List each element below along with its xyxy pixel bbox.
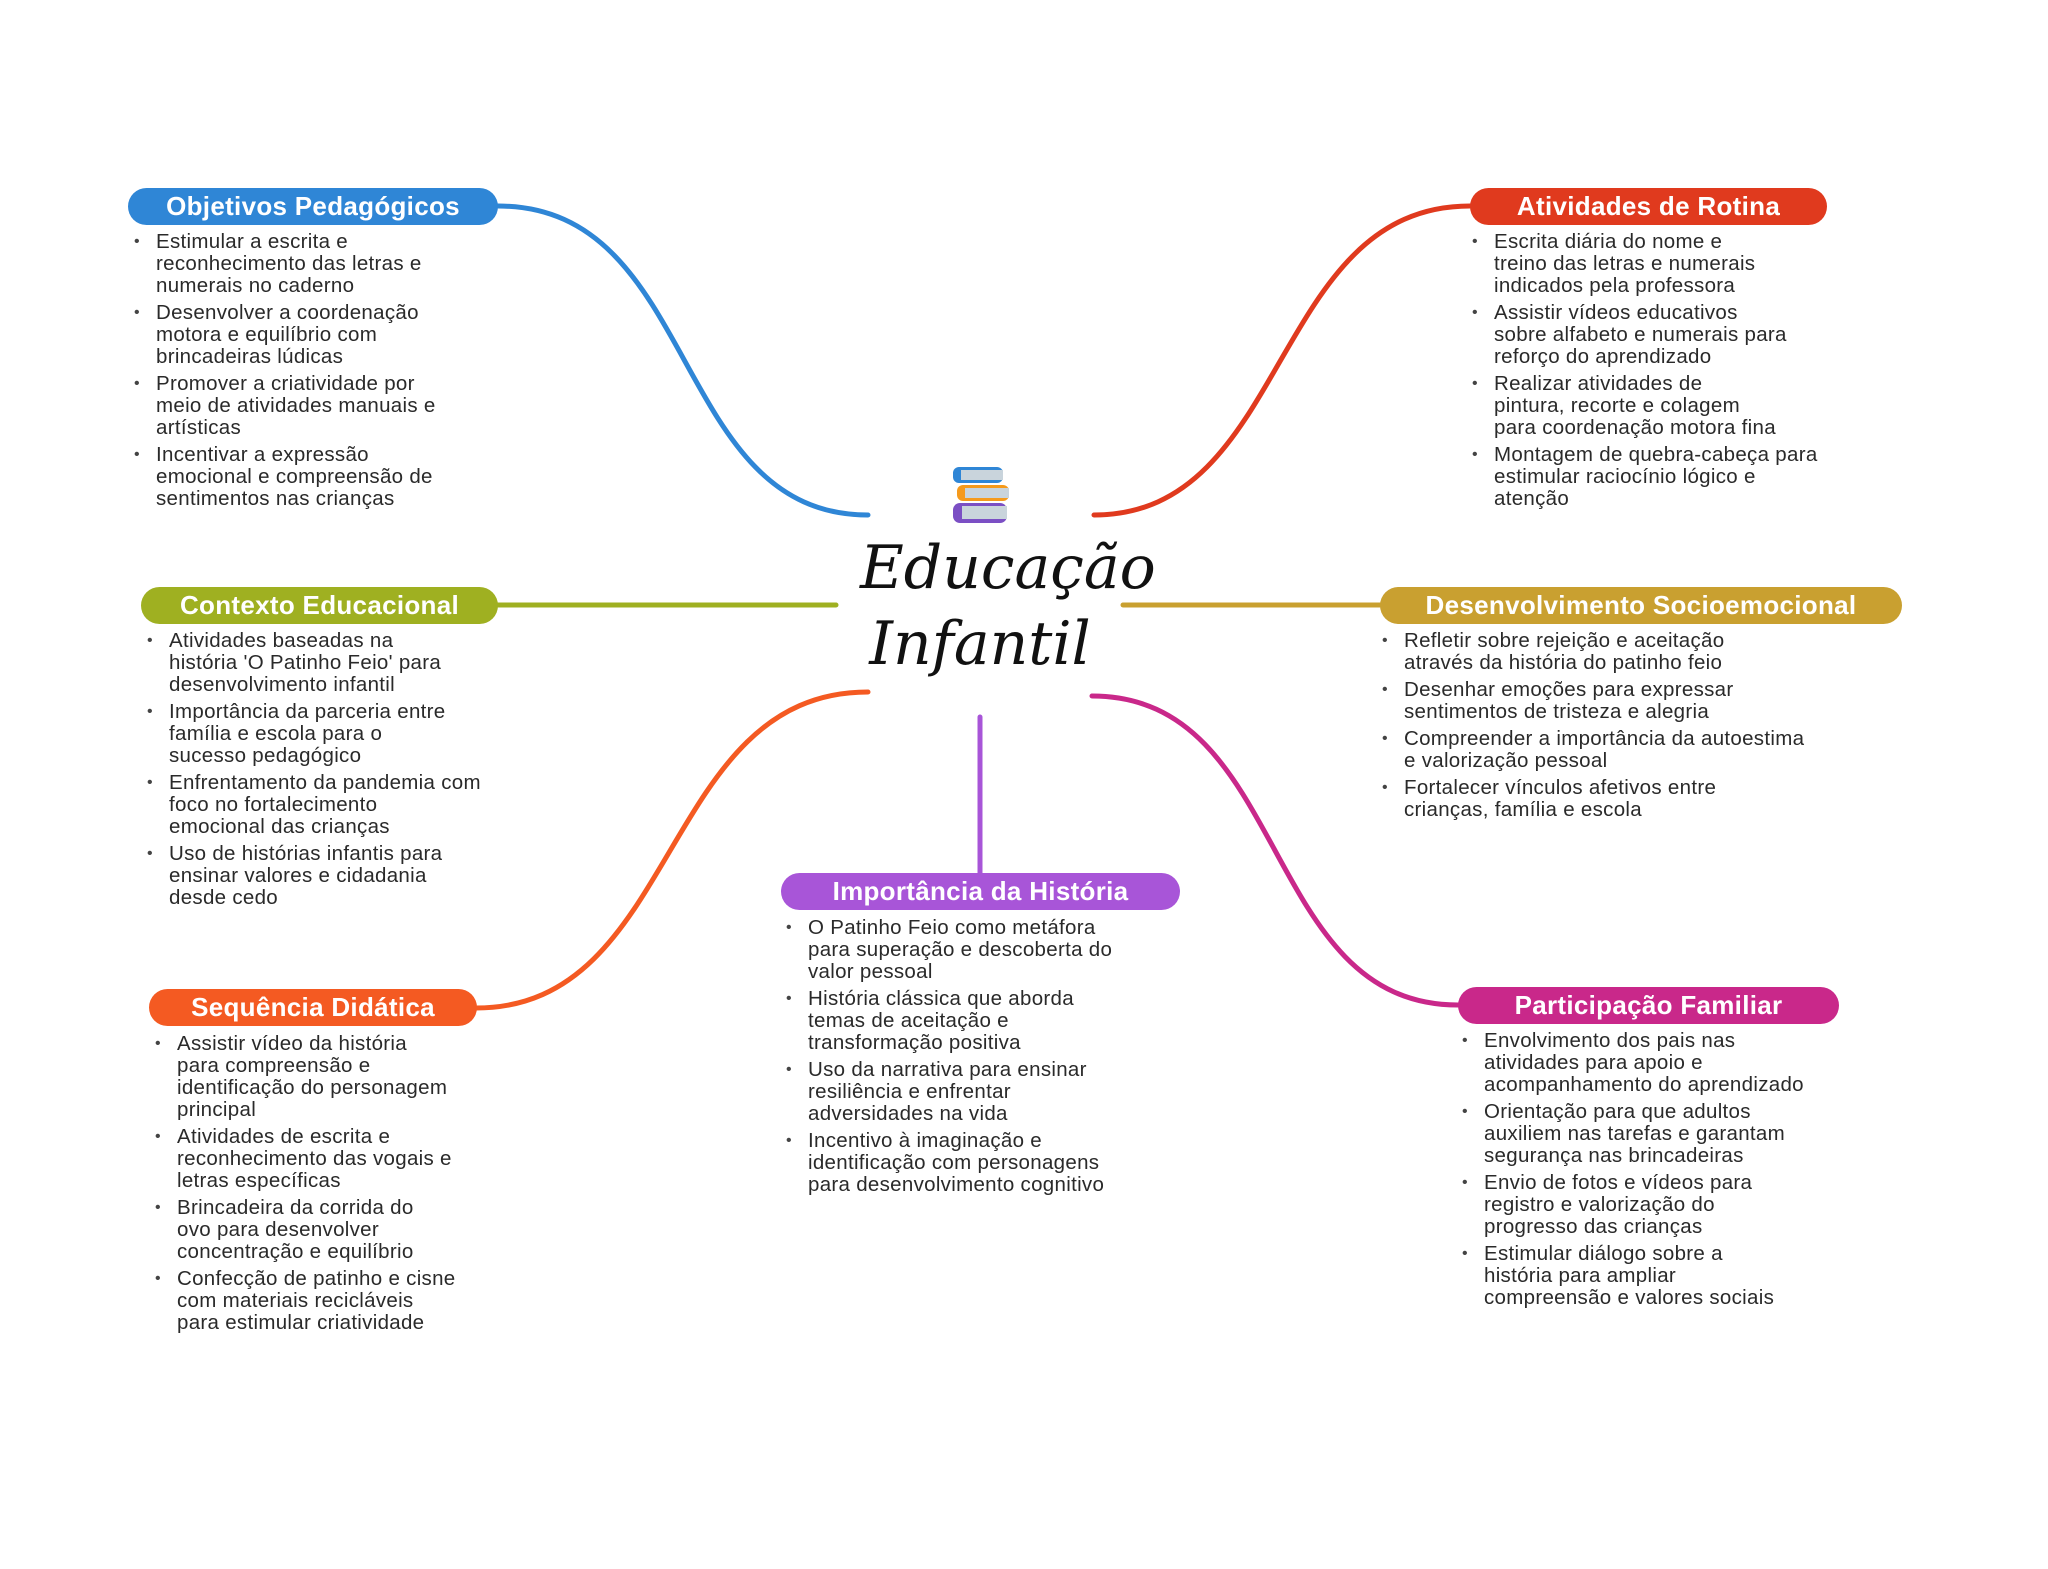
list-item: Enfrentamento da pandemia com foco no fo… [147,772,481,838]
link-sequencia [473,689,871,1011]
list-sequencia: Assistir vídeo da história para compreen… [155,1033,456,1339]
list-item: Orientação para que adultos auxiliem nas… [1462,1101,1804,1167]
list-item: História clássica que aborda temas de ac… [786,988,1112,1054]
list-item: Montagem de quebra-cabeça para estimular… [1472,444,1818,510]
list-item: Envolvimento dos pais nas atividades par… [1462,1030,1804,1096]
list-item: Assistir vídeo da história para compreen… [155,1033,456,1121]
list-historia: O Patinho Feio como metáfora para supera… [786,917,1112,1201]
list-item: Escrita diária do nome e treino das letr… [1472,231,1818,297]
list-item: Atividades de escrita e reconhecimento d… [155,1126,456,1192]
central-topic: Educação Infantil [860,465,1156,682]
central-title: Educação Infantil [860,533,1156,679]
topic-socioemocional[interactable]: Desenvolvimento Socioemocional [1380,587,1902,624]
list-item: Brincadeira da corrida do ovo para desen… [155,1197,456,1263]
topic-sequencia[interactable]: Sequência Didática [149,989,477,1026]
list-item: Fortalecer vínculos afetivos entre crian… [1382,777,1804,821]
list-item: Envio de fotos e vídeos para registro e … [1462,1172,1804,1238]
list-item: Incentivar a expressão emocional e compr… [134,444,436,510]
link-objetivos [495,203,871,518]
list-contexto: Atividades baseadas na história 'O Patin… [147,630,481,914]
list-item: Incentivo à imaginação e identificação c… [786,1130,1112,1196]
list-item: Promover a criatividade por meio de ativ… [134,373,436,439]
topic-atividades[interactable]: Atividades de Rotina [1470,188,1827,225]
books-icon [953,467,1009,523]
list-objetivos: Estimular a escrita e reconhecimento das… [134,231,436,515]
link-atividades [1091,203,1473,518]
list-item: Estimular a escrita e reconhecimento das… [134,231,436,297]
list-item: Desenhar emoções para expressar sentimen… [1382,679,1804,723]
list-item: Realizar atividades de pintura, recorte … [1472,373,1818,439]
list-atividades: Escrita diária do nome e treino das letr… [1472,231,1818,515]
list-item: Atividades baseadas na história 'O Patin… [147,630,481,696]
list-item: Desenvolver a coordenação motora e equil… [134,302,436,368]
list-item: Uso de histórias infantis para ensinar v… [147,843,481,909]
list-familiar: Envolvimento dos pais nas atividades par… [1462,1030,1804,1314]
topic-historia[interactable]: Importância da História [781,873,1180,910]
topic-familiar[interactable]: Participação Familiar [1458,987,1839,1024]
list-item: Importância da parceria entre família e … [147,701,481,767]
list-item: Confecção de patinho e cisne com materia… [155,1268,456,1334]
topic-objetivos[interactable]: Objetivos Pedagógicos [128,188,498,225]
list-socioemocional: Refletir sobre rejeição e aceitação atra… [1382,630,1804,826]
list-item: Estimular diálogo sobre a história para … [1462,1243,1804,1309]
link-familiar [1089,693,1461,1008]
list-item: Refletir sobre rejeição e aceitação atra… [1382,630,1804,674]
list-item: Assistir vídeos educativos sobre alfabet… [1472,302,1818,368]
list-item: Uso da narrativa para ensinar resiliênci… [786,1059,1112,1125]
topic-contexto[interactable]: Contexto Educacional [141,587,498,624]
list-item: O Patinho Feio como metáfora para supera… [786,917,1112,983]
list-item: Compreender a importância da autoestima … [1382,728,1804,772]
